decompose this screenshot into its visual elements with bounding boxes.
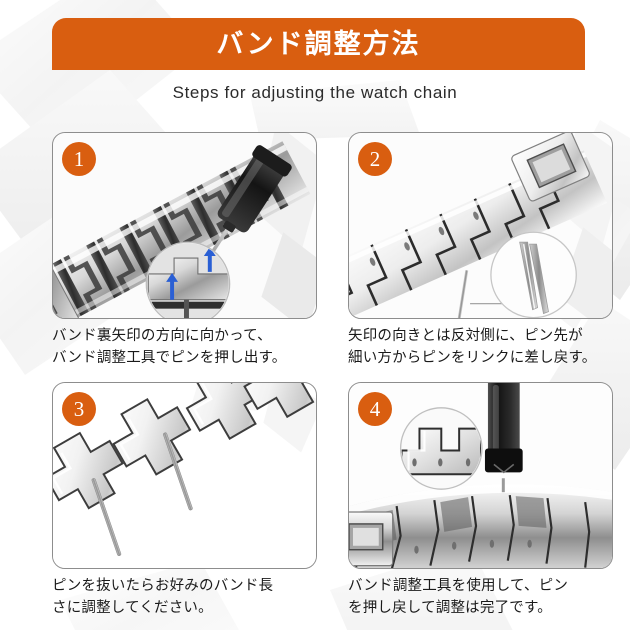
step-caption-4-line-2: を押し戻して調整は完了です。 bbox=[348, 600, 552, 616]
step-caption-2-line-2: 細い方からピンをリンクに差し戻す。 bbox=[348, 350, 597, 366]
page-subtitle: Steps for adjusting the watch chain bbox=[172, 83, 458, 102]
step-panel-2: 2 bbox=[348, 132, 613, 319]
step-caption-2: 矢印の向きとは反対側に、ピン先が 細い方からピンをリンクに差し戻す。 bbox=[348, 325, 630, 369]
step-number-badge-2: 2 bbox=[358, 142, 392, 176]
step-caption-2-line-1: 矢印の向きとは反対側に、ピン先が bbox=[348, 328, 583, 344]
step-caption-3-line-2: さに調整してください。 bbox=[52, 600, 213, 616]
header-banner: バンド調整方法 bbox=[52, 18, 585, 70]
step-caption-3: ピンを抜いたらお好みのバンド長 さに調整してください。 bbox=[52, 575, 334, 619]
step-number-badge-3: 3 bbox=[62, 392, 96, 426]
step-panel-4: 4 bbox=[348, 382, 613, 569]
step-caption-3-line-1: ピンを抜いたらお好みのバンド長 bbox=[52, 578, 274, 594]
step-panel-1: 1 bbox=[52, 132, 317, 319]
step-caption-4-line-1: バンド調整工具を使用して、ピン bbox=[348, 578, 569, 594]
step-caption-1-line-1: バンド裏矢印の方向に向かって、 bbox=[52, 328, 272, 344]
step-number-badge-4: 4 bbox=[358, 392, 392, 426]
step-panel-3: 3 bbox=[52, 382, 317, 569]
step-caption-4: バンド調整工具を使用して、ピン を押し戻して調整は完了です。 bbox=[348, 575, 630, 619]
step-number-badge-1: 1 bbox=[62, 142, 96, 176]
step-caption-1-line-2: バンド調整工具でピンを押し出す。 bbox=[52, 350, 287, 366]
step-caption-1: バンド裏矢印の方向に向かって、 バンド調整工具でピンを押し出す。 bbox=[52, 325, 334, 369]
page-title: バンド調整方法 bbox=[216, 28, 421, 59]
